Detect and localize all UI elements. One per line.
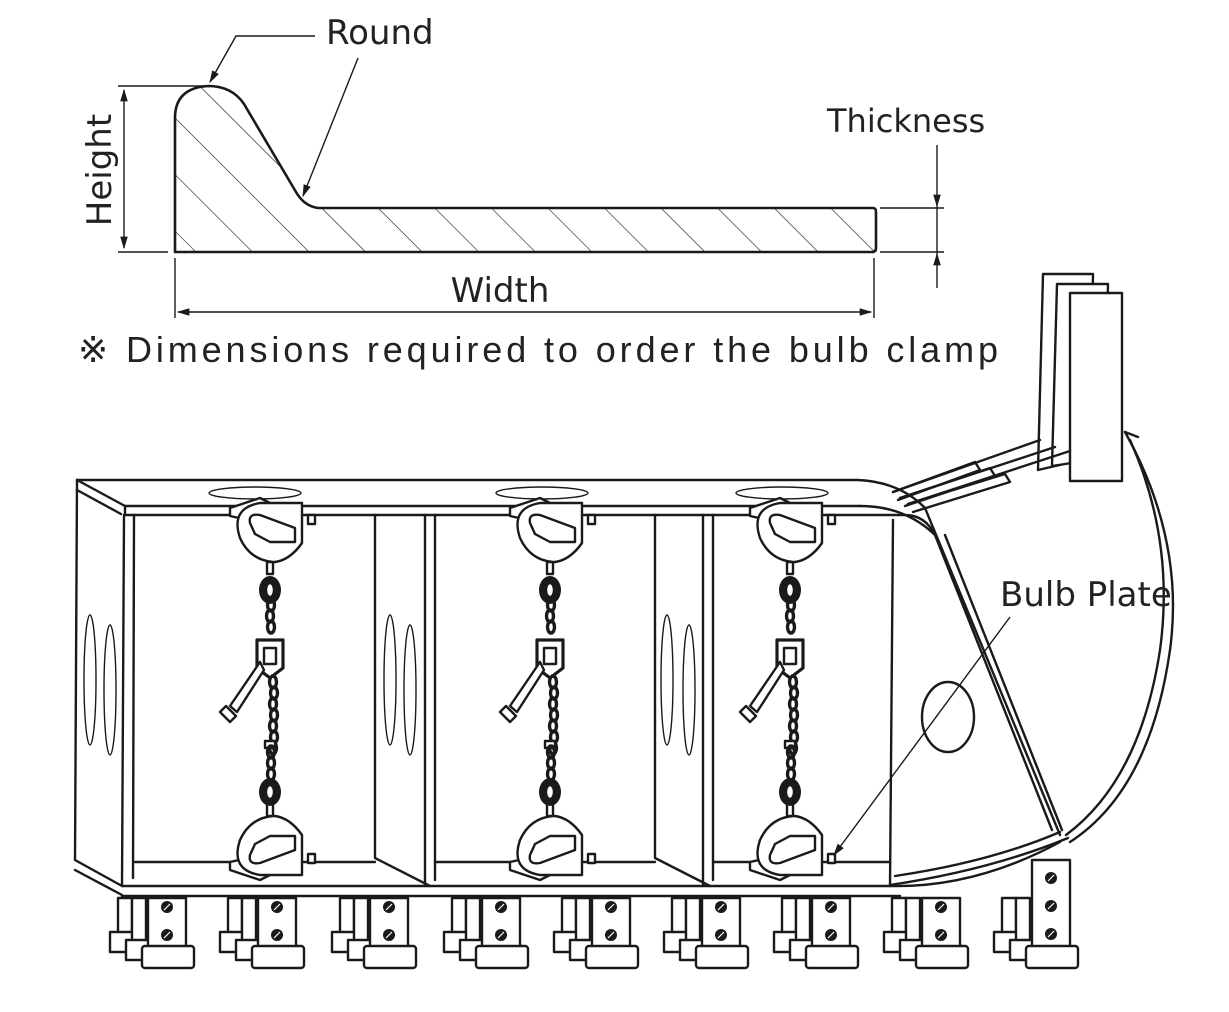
clamp-set (218, 496, 317, 882)
thickness-label: Thickness (826, 102, 985, 140)
chain-link (545, 766, 557, 782)
top-access-hole (495, 486, 589, 500)
tensioner-lever (508, 660, 546, 714)
order-dimensions-note: ※ Dimensions required to order the bulb … (78, 329, 998, 370)
support-post (560, 896, 578, 936)
bulb-plate-label: Bulb Plate (1000, 575, 1172, 615)
post-foot (804, 944, 860, 970)
chain-link (785, 619, 797, 635)
side-access-hole (920, 680, 976, 754)
round-leader-top (209, 35, 315, 84)
support-post (450, 896, 468, 936)
tensioner-lever (228, 660, 266, 714)
support-post-group (772, 896, 860, 970)
clamp-sets (218, 496, 837, 882)
support-post-group (662, 896, 750, 970)
support-post (352, 896, 370, 944)
bulb-profile-section: Height Round Thickness Width ※ Dimension… (78, 13, 998, 370)
support-post-group (218, 896, 306, 970)
support-post-group (108, 896, 196, 970)
chain-link (265, 619, 277, 635)
width-label: Width (451, 271, 550, 311)
support-post (240, 896, 258, 944)
chain-link (785, 766, 797, 782)
round-leader-fillet (302, 57, 359, 198)
support-post-group (882, 896, 970, 970)
round-label: Round (326, 13, 434, 53)
bulb-clamp-bottom (748, 802, 837, 882)
support-post (904, 896, 922, 944)
clamp-set (738, 496, 837, 882)
post-foot (250, 944, 306, 970)
bulb-clamp-top (228, 496, 317, 576)
support-post (226, 896, 244, 936)
bulb-clamp-top (748, 496, 837, 576)
support-post (1014, 896, 1032, 944)
height-label: Height (80, 114, 120, 226)
support-post (794, 896, 812, 944)
support-post-group (330, 896, 418, 970)
support-post (780, 896, 798, 936)
support-post (670, 896, 688, 936)
top-access-hole (208, 486, 302, 500)
support-post-group (992, 858, 1080, 970)
post-foot (140, 944, 196, 970)
bulb-profile-shape (173, 84, 878, 254)
post-foot (1024, 944, 1080, 970)
post-foot (474, 944, 530, 970)
support-post (130, 896, 148, 944)
bulb-clamp-assembly: Bulb Plate (73, 272, 1175, 970)
bulb-plate-leader (833, 616, 1011, 857)
support-post (1000, 896, 1018, 936)
vertical-web-plates (891, 272, 1124, 514)
post-foot (584, 944, 640, 970)
bulb-plate-hull (888, 430, 1175, 887)
bulb-clamp-bottom (228, 802, 317, 882)
support-post (890, 896, 908, 936)
post-foot (362, 944, 418, 970)
support-post-group (552, 896, 640, 970)
support-post (574, 896, 592, 944)
bulb-clamp-bottom (508, 802, 597, 882)
box-frame (73, 478, 1064, 898)
support-post-group (442, 896, 530, 970)
support-posts (108, 858, 1080, 970)
support-post (116, 896, 134, 936)
bulb-clamp-top (508, 496, 597, 576)
tensioner-lever (748, 660, 786, 714)
post-foot (914, 944, 970, 970)
clamp-set (498, 496, 597, 882)
top-access-hole (735, 486, 829, 500)
support-post (464, 896, 482, 944)
post-foot (694, 944, 750, 970)
chain-link (545, 619, 557, 635)
support-post (338, 896, 356, 936)
support-post (684, 896, 702, 944)
chain-link (265, 766, 277, 782)
